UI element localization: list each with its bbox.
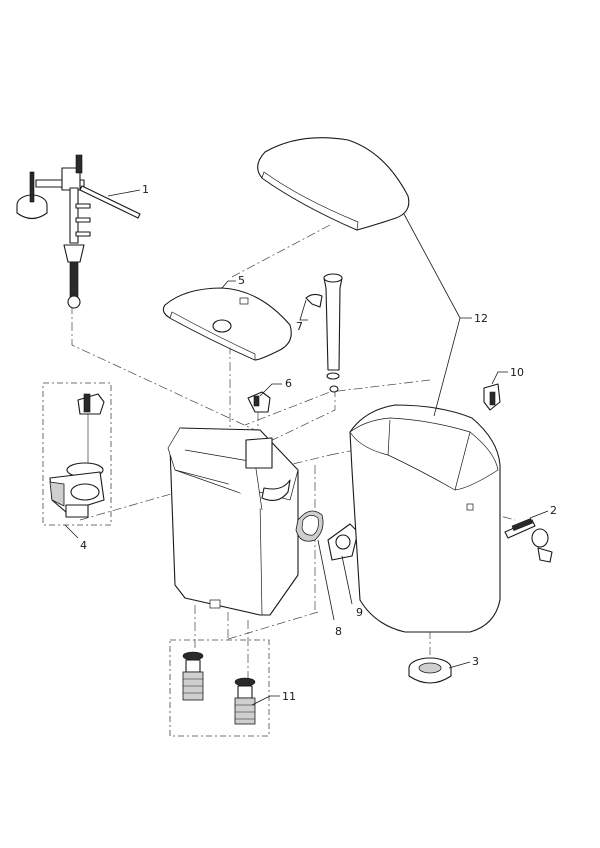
bolt-assembly-left: [182, 651, 204, 701]
flange-plate: [327, 523, 359, 561]
outer-tank: [349, 404, 501, 633]
tank-lid: [257, 137, 410, 231]
tank-gasket-ring: [408, 657, 452, 684]
fill-valve: [16, 154, 141, 309]
callout-1: 1: [142, 183, 149, 196]
callout-9: 9: [356, 606, 363, 619]
callout-2: 2: [550, 504, 557, 517]
callout-4: 4: [80, 539, 87, 552]
small-clip-10: [483, 383, 501, 411]
overflow-tube: [305, 273, 343, 393]
flush-valve-assembly: [49, 393, 105, 518]
callout-11: 11: [282, 690, 296, 703]
callout-12: 12: [474, 312, 488, 325]
callout-6: 6: [285, 377, 292, 390]
gasket: [295, 510, 324, 542]
callout-lines: [64, 189, 549, 706]
valve-cover: [162, 287, 292, 361]
small-clip: [247, 391, 271, 413]
flush-lever: [504, 518, 553, 563]
callout-7: 7: [296, 320, 303, 333]
subassembly-box-11: [169, 639, 270, 737]
callout-3: 3: [472, 655, 479, 668]
inner-tank-body: [167, 427, 299, 616]
subassembly-box-4: [42, 382, 112, 526]
callout-10: 10: [510, 366, 524, 379]
bolt-assembly-right: [234, 677, 256, 725]
callout-8: 8: [335, 625, 342, 638]
callout-5: 5: [238, 274, 245, 287]
